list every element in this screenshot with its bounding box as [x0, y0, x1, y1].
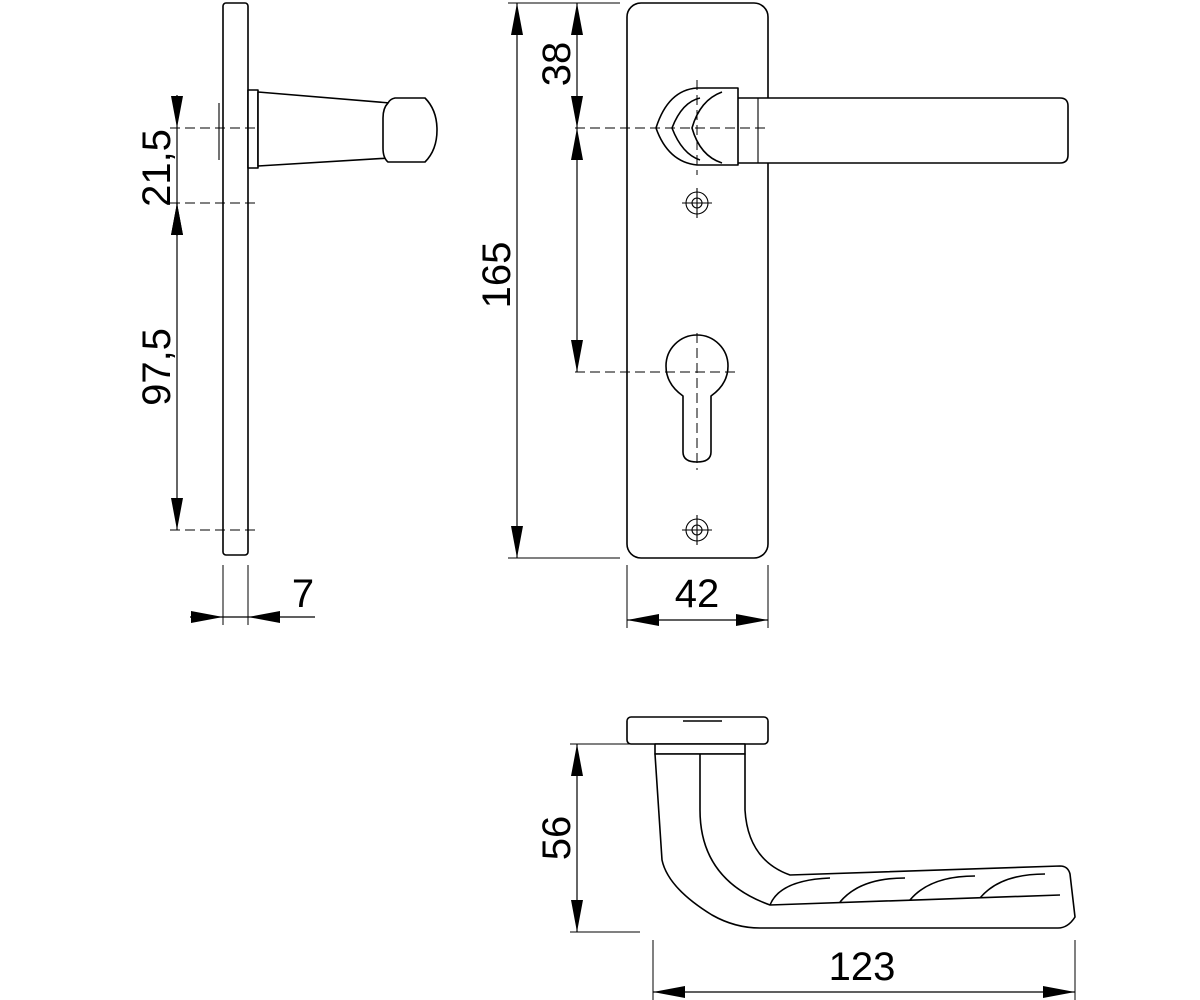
top-handle-scallop-2 — [839, 877, 906, 903]
top-handle-scallop-3 — [909, 875, 976, 901]
front-dim-arrow-bottom — [571, 340, 583, 372]
dim-7-arrow-right — [248, 611, 280, 623]
dim-7-label: 7 — [292, 572, 314, 616]
front-rose-inner-2 — [691, 91, 723, 164]
dim-21-5-label: 21,5 — [135, 129, 179, 207]
side-plate — [222, 2, 249, 556]
dim-38-label: 38 — [535, 42, 579, 87]
dim-21-5-arrow-top — [171, 96, 183, 128]
front-handle-bar — [699, 97, 1069, 164]
dim-123-arrow-right — [1043, 986, 1075, 998]
dim-97-5-arrow-top — [171, 203, 183, 235]
side-handle-tip — [382, 97, 438, 163]
side-handle-shaft — [257, 91, 391, 167]
dim-56-arrow-top — [571, 744, 583, 776]
top-handle-scallop-1 — [769, 877, 831, 906]
front-screw-bottom — [682, 515, 712, 545]
dim-165-arrow-bottom — [511, 526, 523, 558]
dimension-165: 165 — [475, 3, 523, 558]
top-handle-scallop-4 — [979, 873, 1046, 899]
dim-7-arrow-left — [191, 611, 223, 623]
dimension-42: 42 — [627, 572, 768, 626]
dimension-56: 56 — [535, 744, 583, 932]
top-handle-body — [654, 753, 1076, 929]
front-screw-top — [682, 188, 712, 218]
top-view — [570, 716, 1076, 1000]
dimension-38: 38 — [535, 3, 583, 128]
dimension-123: 123 — [653, 945, 1075, 998]
side-collar — [247, 89, 259, 169]
dim-42-arrow-right — [736, 614, 768, 626]
dim-97-5-label: 97,5 — [135, 328, 179, 406]
dimension-97-5: 97,5 — [135, 203, 183, 530]
dim-97-5-arrow-bottom — [171, 498, 183, 530]
dim-165-arrow-top — [511, 3, 523, 35]
side-view — [170, 2, 438, 625]
front-dim-arrow-top — [571, 128, 583, 160]
dim-123-arrow-left — [653, 986, 685, 998]
front-view — [508, 2, 1069, 628]
dim-56-arrow-bottom — [571, 900, 583, 932]
dim-38-arrow-bottom — [571, 96, 583, 128]
dim-165-label: 165 — [475, 242, 519, 309]
front-dimension-97-5-arrows — [571, 128, 583, 372]
dim-56-label: 56 — [535, 816, 579, 861]
dimension-7: 7 — [190, 572, 315, 623]
top-neck — [654, 743, 746, 755]
dim-38-arrow-top — [571, 3, 583, 35]
dim-123-label: 123 — [829, 945, 896, 989]
top-handle-edge — [699, 754, 1061, 906]
dim-42-arrow-left — [627, 614, 659, 626]
dim-42-label: 42 — [675, 572, 720, 616]
